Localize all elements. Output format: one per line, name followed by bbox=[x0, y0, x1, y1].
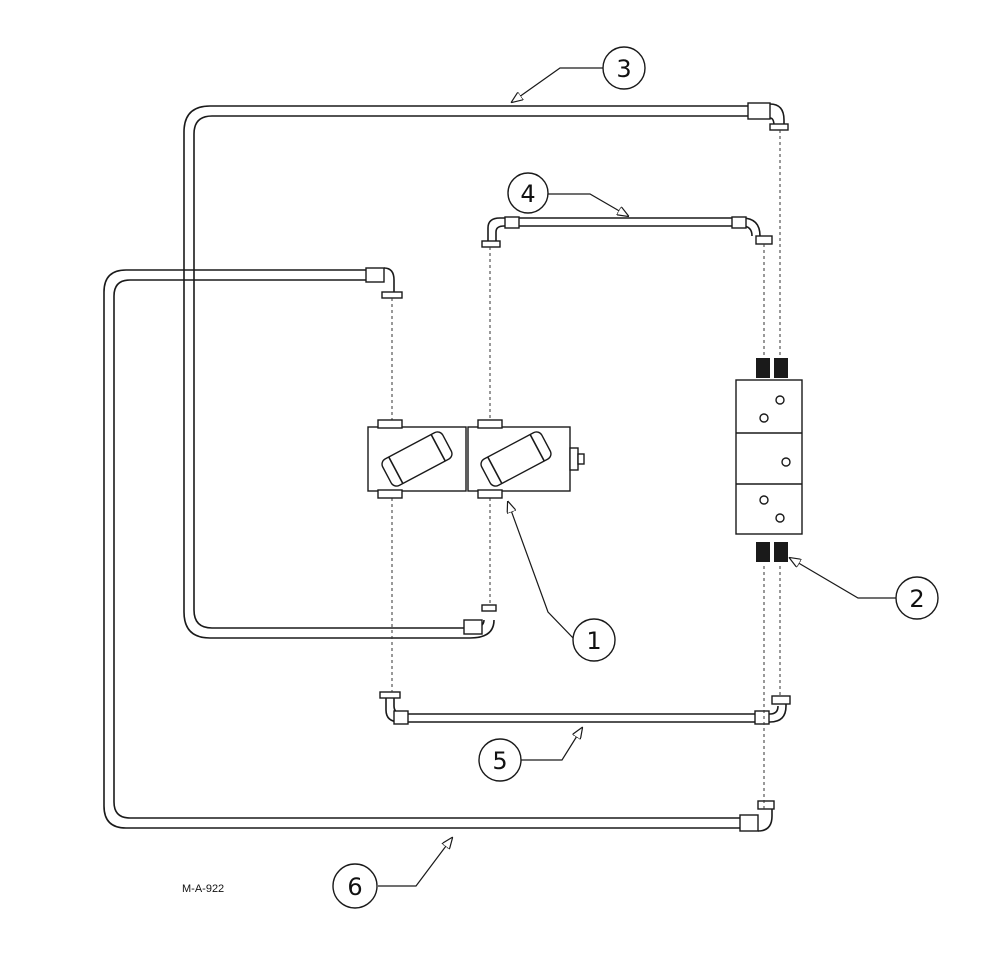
callout-4: 4 bbox=[507, 172, 549, 214]
callout-2-number: 2 bbox=[909, 585, 924, 613]
callout-4-number: 4 bbox=[520, 180, 535, 208]
hose-6 bbox=[103, 267, 775, 832]
hose-5-fitting-right bbox=[754, 710, 770, 725]
hose-5-fitting-left bbox=[393, 710, 409, 725]
hose-5 bbox=[379, 691, 791, 725]
hose-4-flange-right bbox=[755, 235, 773, 245]
callout-2: 2 bbox=[895, 576, 939, 620]
callout-5-number: 5 bbox=[492, 747, 507, 775]
callout-1: 1 bbox=[572, 618, 616, 662]
hose-4-fitting-left bbox=[504, 216, 520, 229]
hose-3-lower-flange bbox=[481, 604, 497, 612]
connection-lines bbox=[391, 130, 781, 810]
manifold-block bbox=[735, 358, 803, 562]
hose-3-lower-fitting bbox=[463, 619, 483, 635]
hose-3-end-fitting bbox=[747, 102, 771, 120]
hose-6-flange-bottom bbox=[757, 800, 775, 810]
callout-5: 5 bbox=[478, 738, 522, 782]
hose-4-flange-left bbox=[481, 240, 501, 248]
pump-assembly bbox=[367, 419, 585, 499]
callout-1-number: 1 bbox=[586, 627, 601, 655]
hose-6-flange-top bbox=[381, 291, 403, 299]
hose-3 bbox=[183, 102, 789, 639]
callout-3: 3 bbox=[602, 46, 646, 90]
hose-4 bbox=[481, 216, 773, 248]
callout-6-number: 6 bbox=[347, 873, 362, 901]
hose-4-fitting-right bbox=[731, 216, 747, 229]
callout-3-number: 3 bbox=[616, 55, 631, 83]
drawing-code: M-A-922 bbox=[182, 883, 224, 895]
hose-6-fitting-top bbox=[365, 267, 385, 283]
callout-6: 6 bbox=[332, 863, 378, 909]
leader-lines bbox=[378, 67, 897, 887]
hose-6-fitting-bottom bbox=[739, 814, 759, 832]
hose-5-flange-right bbox=[771, 695, 791, 705]
hose-3-flange bbox=[769, 123, 789, 131]
hose-5-flange-left bbox=[379, 691, 401, 699]
